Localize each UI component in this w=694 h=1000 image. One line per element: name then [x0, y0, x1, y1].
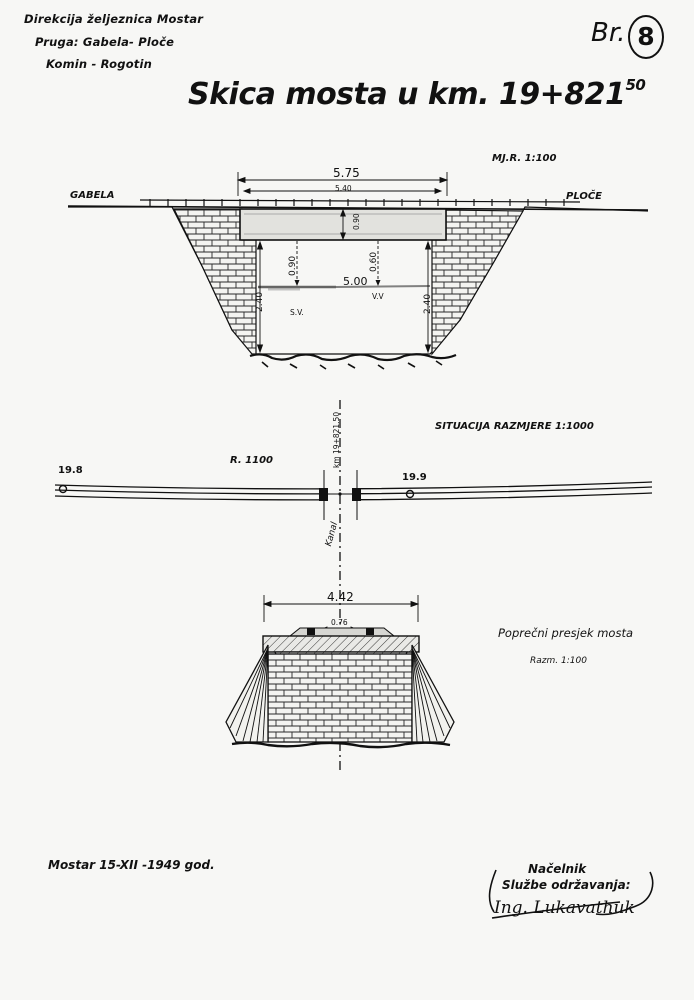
sheet-number-value: 8	[628, 15, 664, 59]
deck-thickness-value: 0.90	[352, 213, 361, 230]
signatory-title-1: Načelnik	[528, 862, 587, 876]
elevation-scale: MJ.R. 1:100	[492, 153, 557, 164]
km-marker-19-8	[58, 484, 68, 494]
deck-span-value: 5.40	[335, 184, 352, 193]
low-water-label: S.V.	[290, 308, 304, 317]
elevation-view	[67, 172, 649, 370]
signature-mark	[488, 869, 654, 919]
drawing-title-main: Skica mosta u km. 19	[188, 77, 540, 112]
track-line-1	[54, 481, 653, 490]
km-left-label: 19.8	[58, 465, 83, 476]
left-pier-depth-value: 0.90	[288, 255, 298, 276]
cross-abutment	[267, 653, 413, 743]
drawing-title-superscript: 50	[625, 76, 646, 94]
right-height-value: 2.40	[423, 293, 433, 314]
header-line-1: Direkcija željeznica Mostar	[24, 12, 204, 26]
high-water-line	[335, 285, 431, 288]
header-line-3: Komin - Rogotin	[46, 57, 153, 71]
header-line-2: Pruga: Gabela- Ploče	[35, 35, 175, 49]
km-marker-19-9	[405, 489, 415, 499]
drawing-title: Skica mosta u km. 19+82150	[188, 76, 646, 112]
right-pier-depth-value: 0.60	[369, 251, 379, 272]
rail-line-upper	[139, 199, 581, 203]
drawing-title-suffix: +821	[539, 77, 626, 112]
streambed	[249, 353, 457, 362]
direction-right: PLOČE	[566, 191, 603, 202]
cross-width-value: 4.42	[327, 590, 354, 604]
rail-line-lower	[67, 205, 649, 211]
dim-overall-span	[236, 172, 449, 196]
direction-left: GABELA	[70, 190, 115, 201]
sleepers	[149, 199, 565, 206]
signatory-title-2: Službe održavanja:	[502, 878, 631, 892]
cross-section-view	[225, 595, 455, 749]
km-right-label: 19.9	[402, 472, 427, 483]
high-water-label: V.V	[372, 292, 384, 301]
left-height-value: 2.40	[255, 291, 265, 312]
cross-section-label: Poprečni presjek mosta	[498, 626, 634, 640]
cross-sub-width-value: 0.76	[331, 618, 348, 627]
sheet-number-label: Br.	[591, 18, 626, 48]
dim-deck-span	[242, 188, 443, 194]
bridge-chainage-label: km 19+821.50	[332, 411, 341, 468]
overall-span-value: 5.75	[333, 166, 360, 180]
cross-section-scale: Razm. 1:100	[530, 656, 587, 666]
cross-deck	[262, 635, 420, 653]
clear-span-value: 5.00	[343, 275, 368, 288]
signature: Ing. Lukavathuk	[494, 898, 635, 918]
plan-radius: R. 1100	[230, 455, 273, 466]
place-date: Mostar 15-XII -1949 god.	[48, 858, 215, 872]
plan-label: SITUACIJA RAZMJERE 1:1000	[435, 421, 594, 432]
